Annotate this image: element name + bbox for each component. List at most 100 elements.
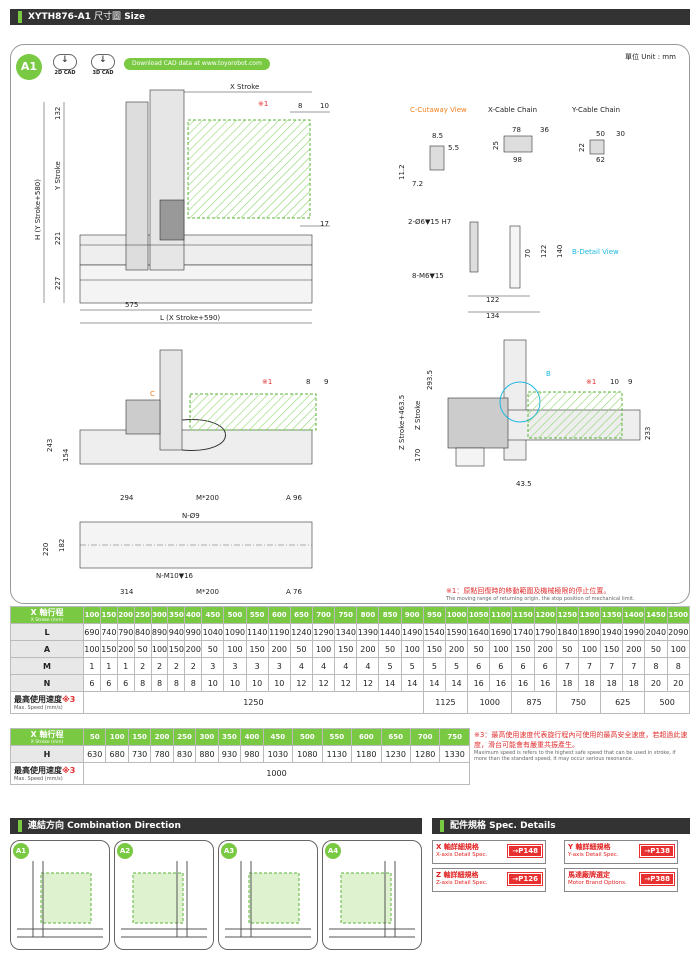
table1.M-cell: 5 — [422, 657, 446, 675]
table1.N-cell: 16 — [511, 674, 535, 692]
table1.strokes-cell: 950 — [422, 606, 446, 624]
speed-cell: 625 — [600, 691, 646, 714]
combination-badge: A1 — [13, 843, 29, 859]
dim-575: 575 — [125, 301, 138, 309]
table1.L-cell: 1090 — [223, 623, 247, 641]
table1.strokes-cell: 1050 — [467, 606, 491, 624]
dim-70: 70 — [524, 249, 532, 258]
spec-page[interactable]: →P126 — [508, 873, 542, 885]
table1.A-cell: 100 — [150, 640, 169, 658]
dim-a96: A 96 — [286, 494, 302, 502]
cc-78: 78 — [512, 126, 521, 134]
spec-subtitle: Motor Brand Options. — [568, 880, 627, 886]
table2.H-cell: 830 — [172, 745, 197, 763]
header-title-zh: 尺寸圖 — [94, 12, 122, 22]
axis-frame — [225, 861, 311, 938]
combination-item: A3 — [218, 840, 318, 950]
table1.strokes-cell: 350 — [167, 606, 186, 624]
dim-a76: A 76 — [286, 588, 302, 596]
cy-30: 30 — [616, 130, 625, 138]
table1.L-cell: 1540 — [422, 623, 446, 641]
page-header: XYTH876-A1 尺寸圖 Size — [10, 9, 690, 25]
dim-n9: N-Ø9 — [182, 512, 200, 520]
table1.strokes-cell: 1400 — [622, 606, 646, 624]
table1.strokes-cell: 1200 — [533, 606, 557, 624]
t2-speed-value: 1000 — [83, 762, 470, 785]
cad-3d-button[interactable]: 3D CAD — [88, 54, 118, 76]
table1.L-cell: 740 — [99, 623, 118, 641]
table1.strokes-cell: 100 — [83, 606, 101, 624]
dim-m200-top: M*200 — [196, 494, 219, 502]
dim-m200-bottom: M*200 — [196, 588, 219, 596]
spec-title: Z 軸詳細規格 — [436, 871, 479, 879]
table1.strokes-cell: 550 — [245, 606, 269, 624]
note-3-zh: ※3：最高使用速度代表旋行程內可使用的最高安全速度，若超過此速度，滑台可能會有嚴… — [474, 731, 688, 749]
cad-2d-button[interactable]: 2D CAD — [50, 54, 80, 76]
spec-title-en: Spec. Details — [489, 821, 556, 831]
dim-z-stroke: Z Stroke — [414, 401, 422, 430]
table1.A-cell: 50 — [644, 640, 668, 658]
table1.strokes-cell: 750 — [334, 606, 358, 624]
spec-page[interactable]: →P148 — [508, 845, 542, 857]
dim-122: 122 — [540, 245, 548, 258]
table1.A-cell: 50 — [555, 640, 579, 658]
combination-title-en: Combination Direction — [67, 821, 181, 831]
cy-22: 22 — [578, 143, 586, 152]
table1.strokes-cell: 900 — [400, 606, 424, 624]
z-stroke-range — [527, 391, 623, 439]
table1.A-cell: 50 — [289, 640, 314, 658]
spec-page[interactable]: →P138 — [640, 845, 674, 857]
axis-frame — [17, 861, 103, 938]
table2.strokes-cell: 450 — [262, 728, 294, 746]
header-accent — [18, 10, 22, 23]
table1.A-cell: 200 — [184, 640, 203, 658]
table1.M-cell: 7 — [622, 657, 646, 675]
table2.strokes-cell: 750 — [439, 728, 470, 746]
drawing-panel — [10, 44, 690, 604]
hole-1: 2-Ø6▼15 H7 — [408, 218, 451, 226]
axis-frame — [329, 861, 415, 938]
table1.A-cell: 100 — [223, 640, 247, 658]
spec-title: X 軸詳細規格 — [436, 843, 479, 851]
dim-154: 154 — [62, 448, 70, 462]
table1.M-cell: 5 — [400, 657, 424, 675]
table1.L-cell: 1340 — [334, 623, 358, 641]
dim-nm10: N-M10▼16 — [156, 572, 194, 580]
table1.L-cell: 2090 — [666, 623, 691, 641]
table1.N-cell: 18 — [577, 674, 602, 692]
dim-10b: 10 — [610, 378, 619, 386]
combination-item: A1 — [10, 840, 110, 950]
dim-233: 233 — [644, 427, 652, 440]
table1.strokes-cell: 1250 — [555, 606, 579, 624]
table1.N-cell: 6 — [83, 674, 101, 692]
table1.A-cell: 150 — [245, 640, 269, 658]
table1.N-cell: 18 — [555, 674, 579, 692]
download-cad-link[interactable]: Download CAD data at www.toyorobot.com — [124, 58, 270, 70]
table1.strokes-cell: 1150 — [511, 606, 535, 624]
speed-cell: 875 — [511, 691, 557, 714]
dim-314: 314 — [120, 588, 134, 596]
combination-badge: A4 — [325, 843, 341, 859]
table1.M-cell: 2 — [133, 657, 152, 675]
combination-diagram — [121, 861, 207, 938]
combination-badge: A2 — [117, 843, 133, 859]
table1.strokes-cell: 1350 — [600, 606, 624, 624]
table1.L-cell: 790 — [116, 623, 135, 641]
spec-subtitle: Y-axis Detail Spec. — [568, 852, 619, 858]
cad-3d-label: 3D CAD — [92, 70, 114, 76]
spec-page[interactable]: →P388 — [640, 873, 674, 885]
dim-h-stroke: H (Y Stroke+580) — [34, 179, 42, 240]
table1.strokes-cell: 1100 — [489, 606, 513, 624]
table1.A-cell: 150 — [334, 640, 358, 658]
table1.A-cell: 200 — [444, 640, 469, 658]
dim-9b: 9 — [628, 378, 632, 386]
table1.M-cell: 2 — [150, 657, 169, 675]
